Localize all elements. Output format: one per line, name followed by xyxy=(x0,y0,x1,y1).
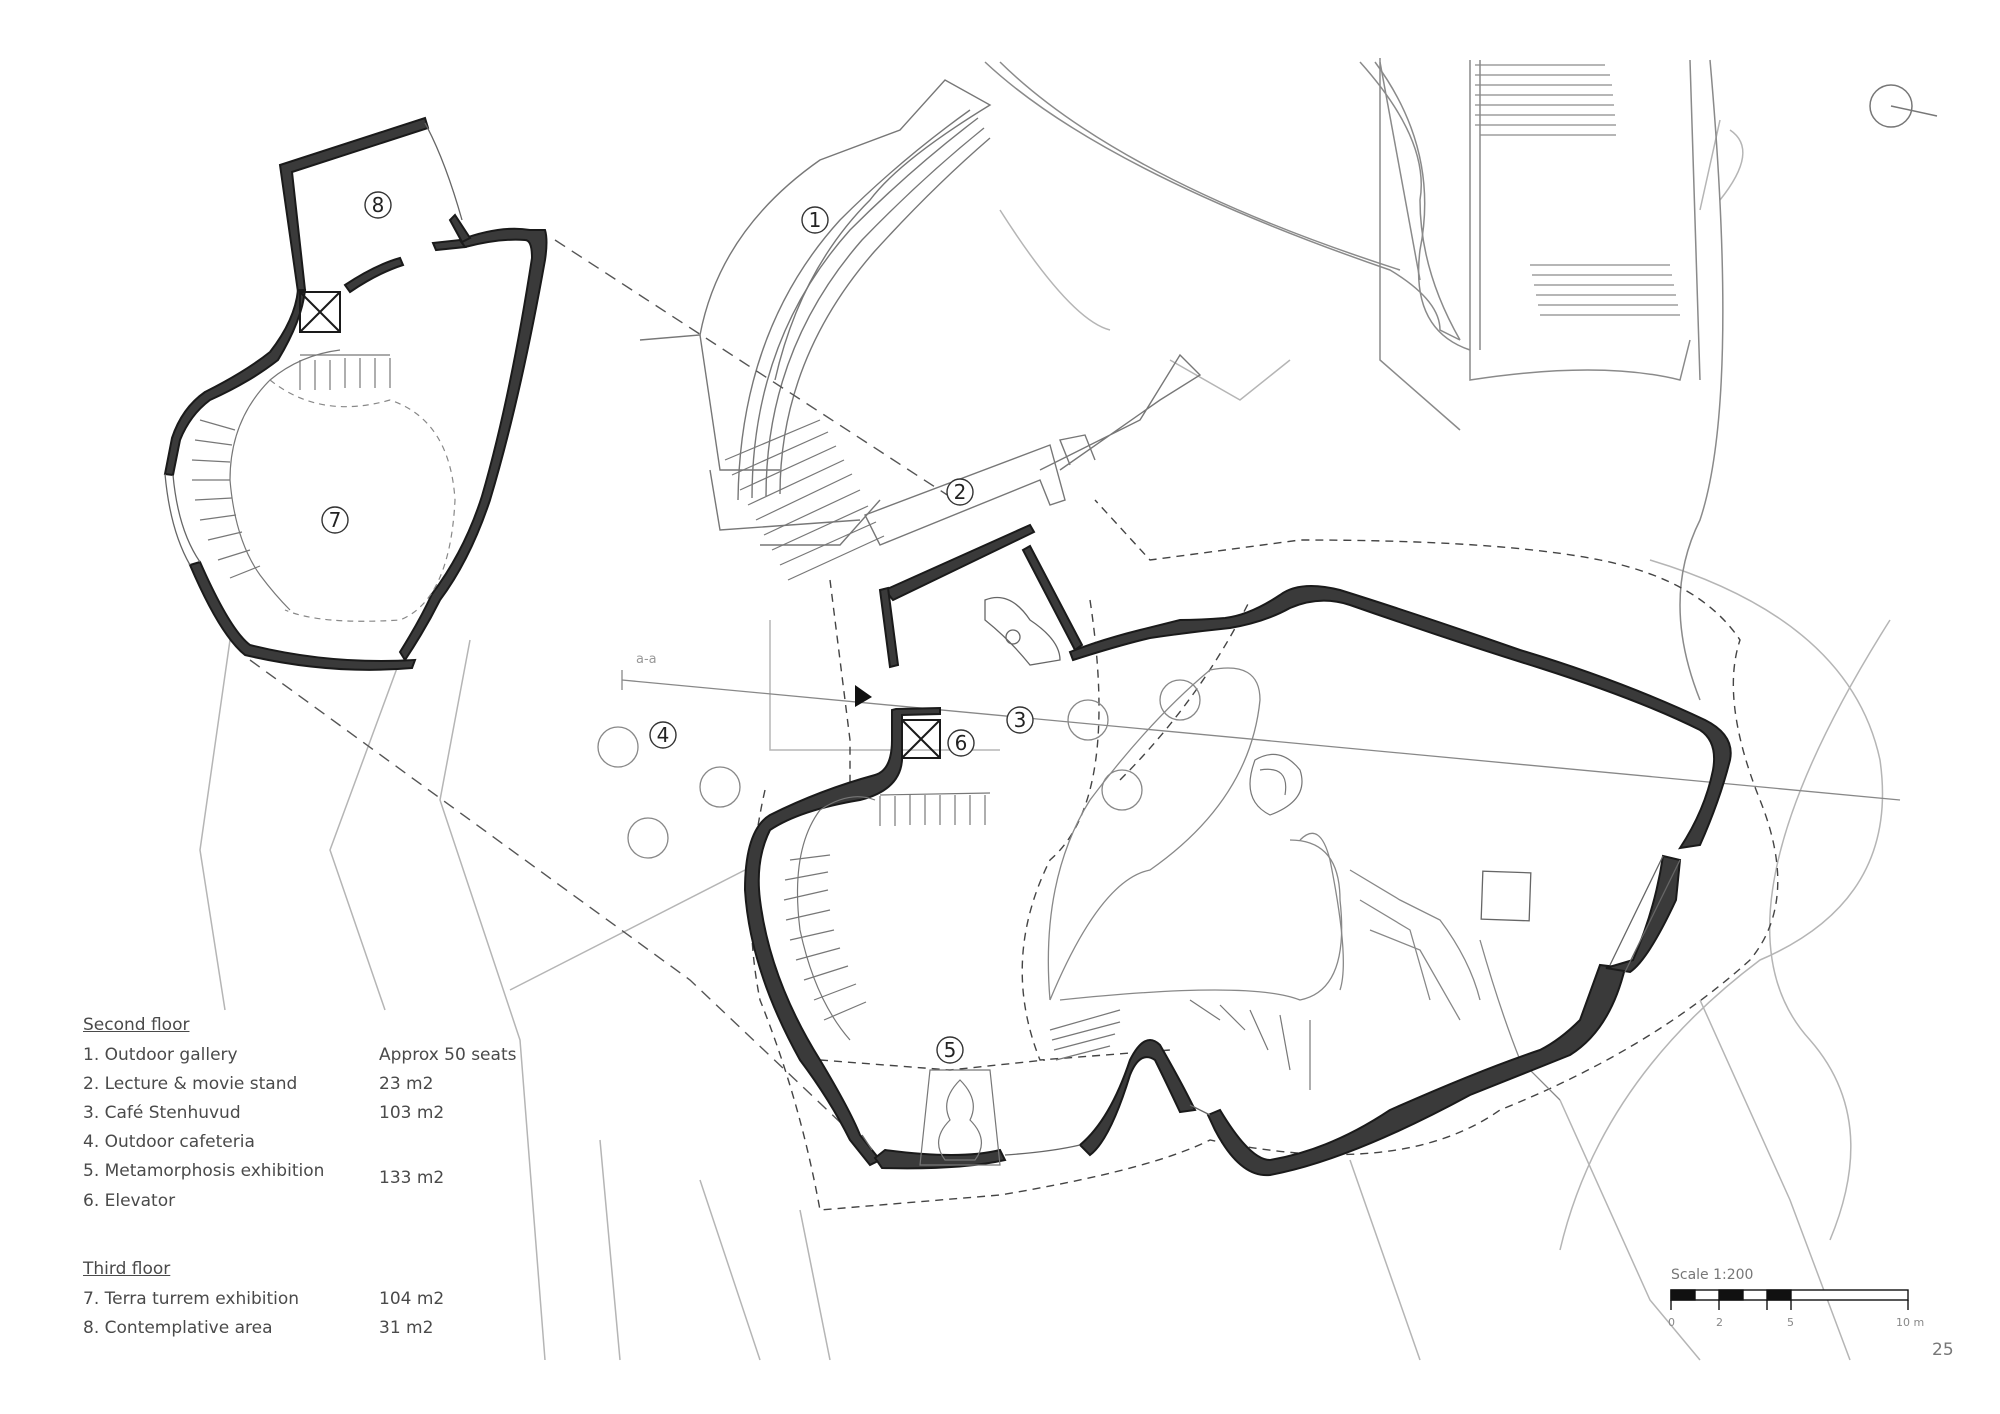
room-number-1[interactable]: 1 xyxy=(801,206,829,234)
legend-value: 133 m2 xyxy=(379,1168,445,1188)
svg-text:8: 8 xyxy=(372,193,385,217)
scale-bar xyxy=(1670,1289,1909,1310)
third-floor-stairs xyxy=(191,349,391,611)
legend-heading-second-floor: Second floor xyxy=(83,1015,190,1035)
legend-value: 103 m2 xyxy=(379,1103,445,1123)
legend-item: 8. Contemplative area xyxy=(83,1318,273,1338)
room-number-4[interactable]: 4 xyxy=(649,721,677,749)
entrance-arrow-icon xyxy=(855,685,872,707)
context-stairs-top xyxy=(1475,64,1680,316)
svg-text:2: 2 xyxy=(954,480,967,504)
legend-item: 1. Outdoor gallery xyxy=(83,1045,238,1065)
third-floor-void-outline xyxy=(269,379,456,622)
legend-value: 31 m2 xyxy=(379,1318,434,1338)
room-number-2[interactable]: 2 xyxy=(946,478,974,506)
sculpture-knot xyxy=(1249,753,1303,816)
north-arrow-icon xyxy=(1869,84,1938,128)
legend-item: 6. Elevator xyxy=(83,1191,176,1211)
sculpture-metamorphosis xyxy=(919,1069,1001,1166)
outdoor-gallery-steps xyxy=(639,79,992,546)
legend-value: 104 m2 xyxy=(379,1289,445,1309)
legend-item: 2. Lecture & movie stand xyxy=(83,1074,298,1094)
plinth xyxy=(1480,870,1532,922)
cafe-tables xyxy=(597,679,1201,859)
legend-value: 23 m2 xyxy=(379,1074,434,1094)
section-mark: a-a xyxy=(636,652,657,667)
legend-heading-third-floor: Third floor xyxy=(83,1259,171,1279)
elevator-shaft-ground xyxy=(901,719,941,759)
context-road xyxy=(984,58,1724,701)
scale-tick: 2 xyxy=(1716,1316,1723,1329)
room-number-markers: 1 2 3 4 5 6 7 8 xyxy=(321,191,1034,1064)
legend-value: Approx 50 seats xyxy=(379,1045,517,1065)
legend-item: 5. Metamorphosis exhibition xyxy=(83,1161,325,1181)
room-number-5[interactable]: 5 xyxy=(936,1036,964,1064)
projection-lines xyxy=(249,239,956,1161)
third-floor-glazing xyxy=(164,122,463,566)
svg-text:6: 6 xyxy=(955,731,968,755)
page-number: 25 xyxy=(1932,1340,1954,1360)
legend-item: 3. Café Stenhuvud xyxy=(83,1103,241,1123)
svg-text:7: 7 xyxy=(329,508,342,532)
room-number-7[interactable]: 7 xyxy=(321,506,349,534)
scale-tick: 0 xyxy=(1668,1316,1675,1329)
scale-label: Scale 1:200 xyxy=(1671,1267,1754,1283)
terrain-lines xyxy=(199,119,1891,1361)
section-line xyxy=(621,670,1901,801)
cafe-counter xyxy=(984,596,1061,666)
scale-tick: 5 xyxy=(1787,1316,1794,1329)
interior-stairs xyxy=(783,792,991,1041)
svg-text:3: 3 xyxy=(1014,708,1027,732)
legend-item: 7. Terra turrem exhibition xyxy=(83,1289,300,1309)
elevator-shaft-third-floor xyxy=(299,291,341,333)
gallery-stair-treads xyxy=(724,419,885,581)
svg-text:1: 1 xyxy=(809,208,822,232)
svg-text:5: 5 xyxy=(944,1038,957,1062)
room-number-8[interactable]: 8 xyxy=(364,191,392,219)
wall-glazing xyxy=(861,855,1681,1156)
lecture-stand-outline xyxy=(864,353,1202,546)
room-number-3[interactable]: 3 xyxy=(1006,706,1034,734)
topography-lines xyxy=(1047,667,1561,1101)
main-building-walls xyxy=(743,523,1732,1177)
third-floor-walls xyxy=(163,116,548,671)
lower-stairs xyxy=(1049,999,1311,1090)
room-number-6[interactable]: 6 xyxy=(947,729,975,757)
scale-tick: 10 m xyxy=(1896,1316,1925,1329)
legend-item: 4. Outdoor cafeteria xyxy=(83,1132,255,1152)
svg-text:4: 4 xyxy=(657,723,670,747)
